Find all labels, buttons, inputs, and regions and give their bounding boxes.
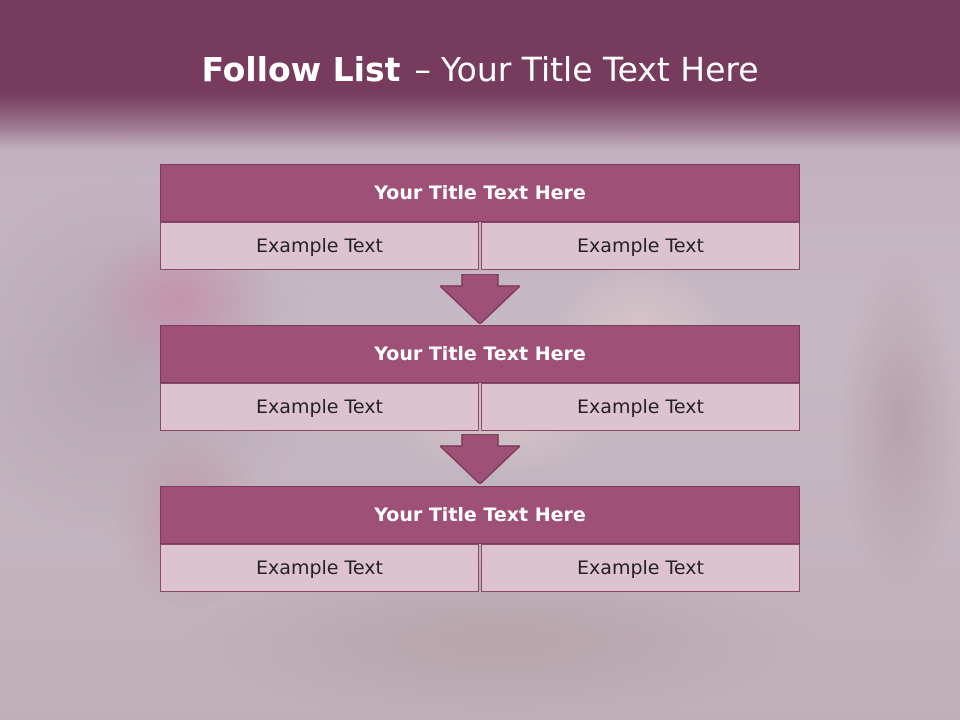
block-cell-left[interactable]: Example Text xyxy=(160,544,479,592)
block-cell-left[interactable]: Example Text xyxy=(160,222,479,270)
title-band: Follow List–Your Title Text Here xyxy=(0,0,960,150)
block-cell-right[interactable]: Example Text xyxy=(481,544,800,592)
list-block-3: Your Title Text Here Example Text Exampl… xyxy=(160,486,800,592)
slide-title-bold: Follow List xyxy=(201,50,401,89)
down-arrow-icon xyxy=(440,434,520,484)
list-block-2: Your Title Text Here Example Text Exampl… xyxy=(160,325,800,431)
slide-title-separator: – xyxy=(414,50,431,89)
slide-title-rest: Your Title Text Here xyxy=(440,50,759,89)
block-cell-right[interactable]: Example Text xyxy=(481,222,800,270)
block-heading[interactable]: Your Title Text Here xyxy=(160,486,800,544)
block-cell-left[interactable]: Example Text xyxy=(160,383,479,431)
block-heading[interactable]: Your Title Text Here xyxy=(160,325,800,383)
list-block-1: Your Title Text Here Example Text Exampl… xyxy=(160,164,800,270)
down-arrow-icon xyxy=(440,274,520,324)
slide-title[interactable]: Follow List–Your Title Text Here xyxy=(0,50,960,89)
block-heading[interactable]: Your Title Text Here xyxy=(160,164,800,222)
block-cell-right[interactable]: Example Text xyxy=(481,383,800,431)
